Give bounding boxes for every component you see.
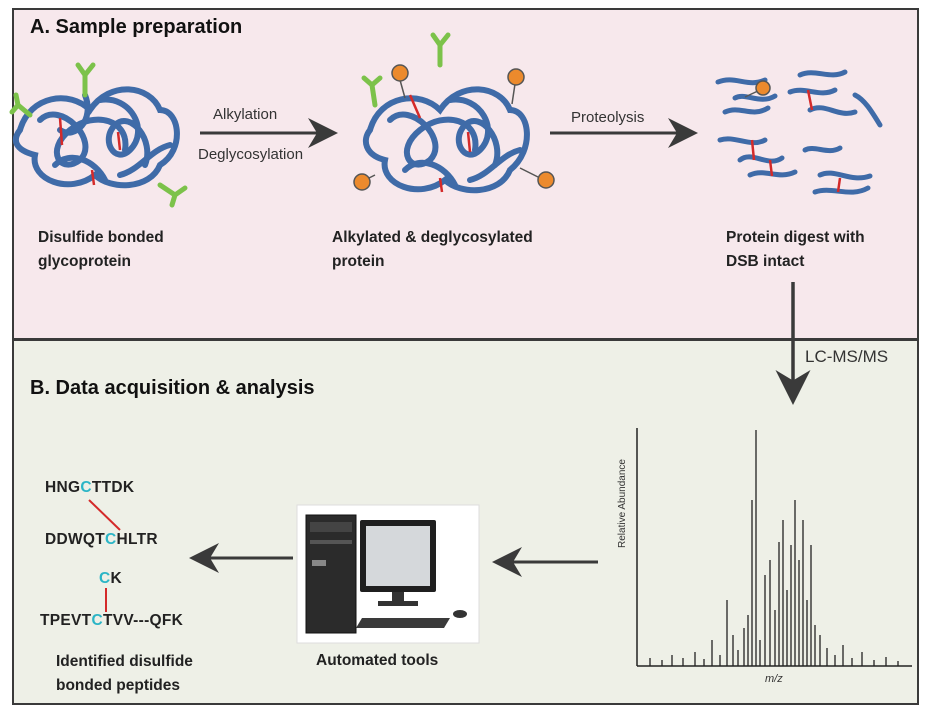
peptide-1: HNGCTTDK [45,479,135,496]
peptide-4: TPEVTCTVV---QFK [40,612,184,629]
alkylated-protein-illustration [362,86,530,194]
result-label: Identified disulfide bonded peptides [56,653,193,694]
peptide-2: DDWQTCHLTR [45,531,158,548]
peptide-bond-1 [88,499,121,531]
step1-label-line1: Alkylation [213,106,278,123]
disulfide-bond-marks [58,117,122,186]
mass-spectrum [636,428,912,667]
step2-label: Proteolysis [571,109,645,126]
stage2-label: Alkylated & deglycosylated protein [332,229,533,270]
step1-label-line2: Deglycosylation [198,146,304,163]
alkyl-group-marks [353,64,555,191]
computer-label: Automated tools [316,652,439,669]
glycan-marks [9,62,188,208]
panel-a-title: A. Sample preparation [30,16,243,38]
panel-b-title: B. Data acquisition & analysis [30,377,315,399]
stage3-label: Protein digest with DSB intact [726,229,865,270]
protein-digest-illustration [715,69,883,195]
peptide-3: CK [99,570,122,587]
spectrum-peaks [649,430,899,666]
spectrum-y-label: Relative Abundance [617,459,628,548]
computer-illustration [296,504,480,644]
glycoprotein-illustration [12,86,180,189]
lcms-label: LC-MS/MS [805,347,889,366]
stage1-label: Disulfide bonded glycoprotein [38,229,164,270]
spectrum-x-label: m/z [765,673,783,685]
